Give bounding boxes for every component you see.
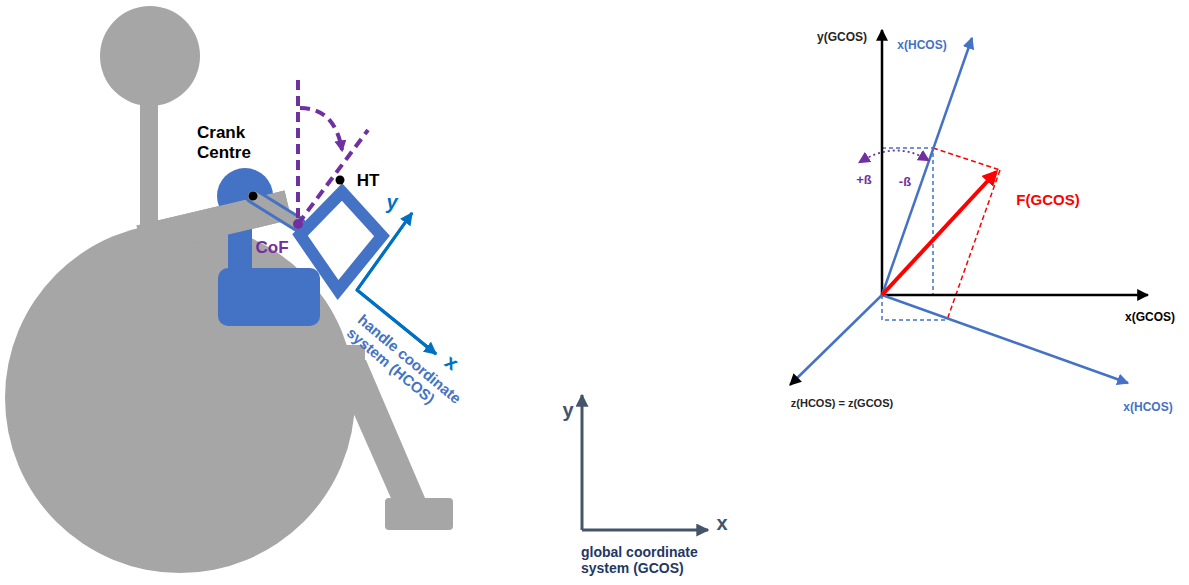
vector-label: F(GCOS) — [1016, 191, 1079, 208]
angle-label: -ß — [899, 175, 911, 190]
ergometer — [140, 168, 382, 326]
axis-label: y — [386, 191, 397, 214]
z-axis-3d — [790, 295, 882, 385]
torso — [140, 100, 158, 300]
crank-arm-outline — [253, 196, 298, 224]
axis-label: y — [562, 399, 573, 422]
crank-centre-dot — [249, 192, 258, 201]
wheel — [5, 223, 355, 573]
hcos-x-axis-lower — [882, 295, 1128, 383]
wheelchair-figure — [5, 6, 453, 573]
component-lower — [947, 170, 1000, 320]
axis-label: x — [441, 349, 463, 374]
gcos-y-axis — [581, 395, 584, 530]
ht-dot — [336, 176, 345, 185]
point-label: HT — [357, 171, 380, 191]
angle-arc — [300, 108, 342, 150]
system-label: handle coordinate system (HCOS) — [343, 311, 480, 434]
gcos-x-axis — [582, 529, 708, 532]
axis-label: x(HCOS) — [897, 39, 946, 53]
axis-label: x — [716, 512, 727, 535]
beta-arc — [860, 150, 928, 162]
system-label: global coordinate system (GCOS) — [581, 544, 715, 576]
component-label: Crank Centre — [197, 123, 275, 162]
component-upper — [933, 148, 1000, 170]
force-vector — [882, 172, 996, 295]
gcos-x-axis-3d — [882, 294, 1148, 297]
foot — [385, 498, 453, 530]
axis-label: y(GCOS) — [817, 31, 867, 45]
ergometer-base — [218, 268, 320, 326]
head — [100, 6, 200, 106]
gcos-y-axis-3d — [881, 30, 884, 295]
cof-dot — [293, 219, 303, 229]
point-label: CoF — [255, 238, 288, 258]
gcos-axes — [582, 395, 708, 530]
hcos-y-axis — [357, 213, 412, 290]
hcos-x-axis-upper — [882, 38, 972, 295]
vertical-reference — [296, 80, 300, 224]
force-diagram — [790, 30, 1148, 385]
crank-arm — [253, 196, 298, 224]
axis-label: x(HCOS) — [1123, 401, 1172, 415]
axis-label: z(HCOS) = z(GCOS) — [791, 397, 893, 410]
axis-label: x(GCOS) — [1125, 311, 1175, 325]
angle-markings — [298, 80, 368, 224]
angle-label: +ß — [856, 173, 872, 188]
